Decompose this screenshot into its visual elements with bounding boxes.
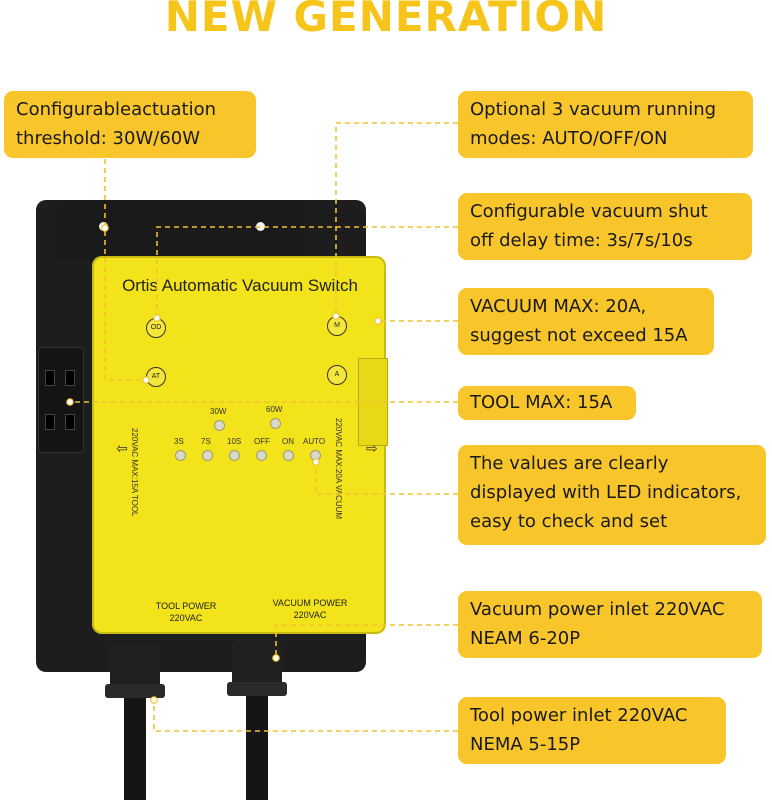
led-label-30w: 30W [210, 407, 227, 416]
vacuum-side-label: 220VAC MAX:20A VACUUM [334, 418, 343, 520]
headline: NEW GENERATION [164, 0, 608, 41]
led-label-60w: 60W [266, 405, 283, 414]
tool-outlet [38, 347, 84, 453]
od-button[interactable]: OD [146, 318, 166, 338]
callout-tool-max: TOOL MAX: 15A [458, 386, 636, 420]
vacuum-outlet [358, 358, 388, 446]
callout-modes: Optional 3 vacuum running modes: AUTO/OF… [458, 91, 753, 158]
tool-power-cable [124, 698, 146, 800]
led-on [283, 450, 294, 461]
led-60w [270, 418, 281, 429]
screw-hole [256, 222, 265, 231]
vacuum-power-label: VACUUM POWER 220VAC [272, 598, 348, 620]
mounting-bracket [56, 200, 304, 260]
device-title: Ortis Automatic Vacuum Switch [122, 276, 358, 295]
vacuum-cable-nut [227, 682, 287, 696]
callout-threshold: Configurableactuation threshold: 30W/60W [4, 91, 256, 158]
led-label-7s: 7S [201, 437, 211, 446]
tool-power-label: TOOL POWER 220VAC [155, 601, 217, 623]
led-10s [229, 450, 240, 461]
leader-tool-inlet [153, 700, 458, 732]
at-button[interactable]: AT [146, 367, 166, 387]
callout-tool-inlet: Tool power inlet 220VAC NEMA 5-15P [458, 697, 726, 764]
arrow-left-icon: ⇦ [116, 440, 128, 456]
led-label-off: OFF [254, 437, 270, 446]
led-label-auto: AUTO [303, 437, 326, 446]
led-label-3s: 3S [174, 437, 184, 446]
led-auto [310, 450, 321, 461]
led-3s [175, 450, 186, 461]
a-button[interactable]: A [327, 365, 347, 385]
callout-vacuum-inlet: Vacuum power inlet 220VAC NEAM 6-20P [458, 591, 762, 658]
arrow-right-icon: ⇨ [366, 440, 378, 456]
tool-cable-nut [105, 684, 165, 698]
vacuum-power-cable [246, 696, 268, 800]
callout-delay: Configurable vacuum shut off delay time:… [458, 193, 752, 260]
callout-led: The values are clearly displayed with LE… [458, 445, 766, 545]
led-label-on: ON [282, 437, 294, 446]
m-button[interactable]: M [327, 316, 347, 336]
led-7s [202, 450, 213, 461]
led-label-10s: 10S [227, 437, 242, 446]
screw-hole [99, 222, 108, 231]
tool-side-label: 220VAC MAX:15A TOOL [130, 428, 139, 517]
led-off [256, 450, 267, 461]
callout-vacuum-max: VACUUM MAX: 20A, suggest not exceed 15A [458, 288, 714, 355]
led-30w [214, 420, 225, 431]
